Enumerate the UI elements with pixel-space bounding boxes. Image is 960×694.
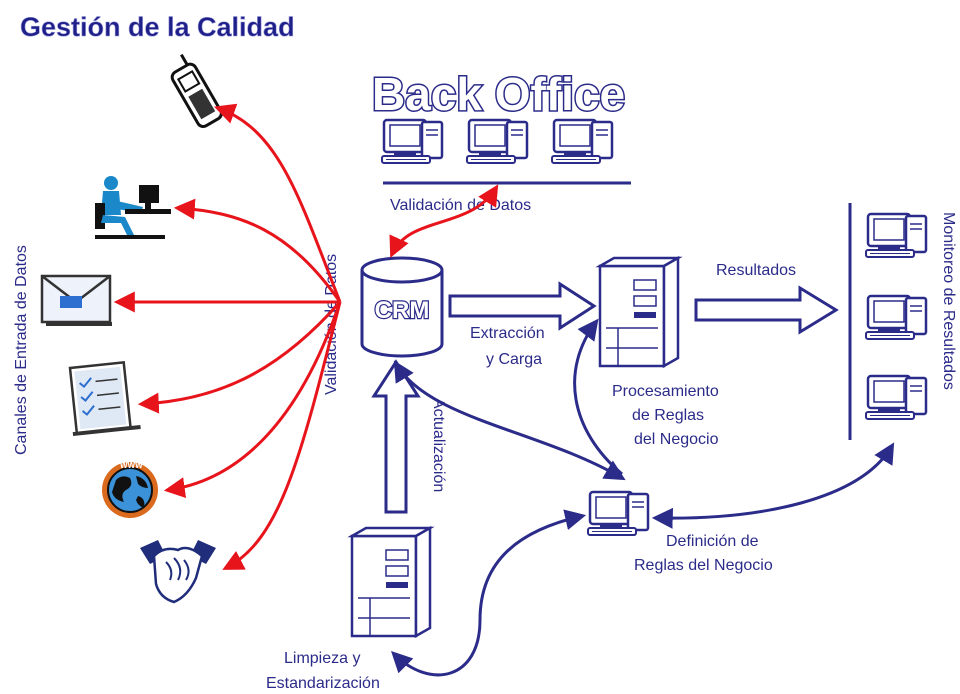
flow-arrows xyxy=(391,318,895,677)
definicion-label-1: Definición de xyxy=(666,533,759,550)
extraccion-label-1: Extracción xyxy=(470,325,545,342)
processing-server xyxy=(598,256,680,368)
rules-definition-pc xyxy=(586,490,650,537)
channel-arrows xyxy=(113,103,342,570)
cleaning-server xyxy=(350,526,432,638)
monitoreo-label: Monitoreo de Resultados xyxy=(940,212,957,390)
limpieza-label-1: Limpieza y xyxy=(284,650,360,667)
back-office-pc-3 xyxy=(550,118,614,165)
definicion-label-2: Reglas del Negocio xyxy=(634,557,773,574)
back-office-pc-2 xyxy=(465,118,529,165)
monitor-pc-3 xyxy=(864,374,928,421)
checklist-icon xyxy=(68,360,141,437)
monitor-pc-1 xyxy=(864,212,928,259)
crm-label: CRM xyxy=(375,297,430,324)
update-arrow xyxy=(371,359,421,514)
actualizacion-label: Actualización xyxy=(430,398,447,492)
envelope-icon xyxy=(40,274,112,326)
resultados-label: Resultados xyxy=(716,262,796,279)
phone-icon xyxy=(170,53,223,128)
crm-database: CRM xyxy=(360,256,444,358)
globe-www-icon: WWW xyxy=(102,461,158,518)
crm-backoffice-arrow xyxy=(389,184,499,258)
handshake-icon xyxy=(140,540,216,604)
back-office-title: Back Office xyxy=(372,68,625,120)
monitor-pc-2 xyxy=(864,294,928,341)
procesamiento-label-1: Procesamiento xyxy=(612,383,719,400)
extraction-arrow xyxy=(448,281,597,331)
back-office-pc-1 xyxy=(380,118,444,165)
procesamiento-label-3: del Negocio xyxy=(634,431,719,448)
extraccion-label-2: y Carga xyxy=(486,351,542,368)
validacion-datos-top-label: Validación de Datos xyxy=(390,197,531,214)
canales-label: Canales de Entrada de Datos xyxy=(13,245,30,455)
procesamiento-label-2: de Reglas xyxy=(632,407,704,424)
limpieza-label-2: Estandarización xyxy=(266,675,380,692)
results-arrow xyxy=(694,285,839,335)
page-title: Gestión de la Calidad xyxy=(20,12,295,42)
person-at-desk-icon xyxy=(95,176,171,239)
svg-text:WWW: WWW xyxy=(120,461,143,470)
